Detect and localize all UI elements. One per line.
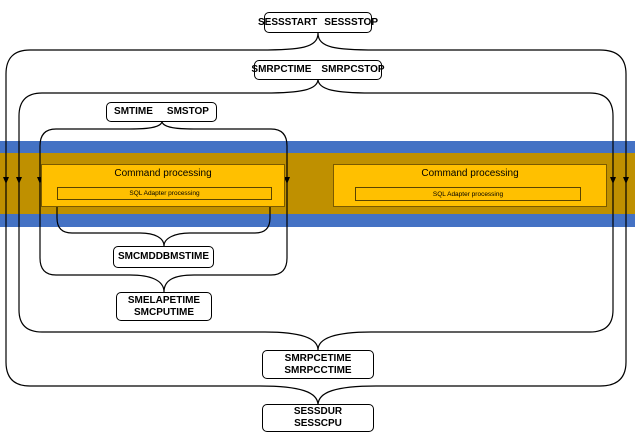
sql-adapter-block-right: SQL Adapter processing <box>355 187 581 201</box>
command-bracket <box>39 120 288 293</box>
arrow-session-right <box>623 177 629 184</box>
command-processing-block-left: Command processing SQL Adapter processin… <box>41 164 285 207</box>
sm-time-stop-label: SMTIME SMSTOP <box>106 102 217 122</box>
sql-adapter-label-left: SQL Adapter processing <box>129 190 200 197</box>
arrow-rpc-left <box>16 177 22 184</box>
sess-dur-text: SESSDUR <box>293 406 343 417</box>
smrpc-stop-text: SMRPCSTOP <box>321 64 385 75</box>
smrpc-time-text: SMRPCTIME <box>251 64 312 75</box>
smrpce-rpcc-time-label: SMRPCETIME SMRPCCTIME <box>262 350 374 379</box>
sess-stop-text: SESSSTOP <box>324 16 379 28</box>
rpc-bracket <box>18 78 614 351</box>
smrpcc-time-text: SMRPCCTIME <box>284 364 352 376</box>
sm-stop-text: SMSTOP <box>166 106 209 117</box>
smelape-time-text: SMELAPETIME <box>127 294 201 306</box>
smcpu-time-text: SMCPUTIME <box>134 306 194 318</box>
arrow-command-right <box>284 177 290 184</box>
command-processing-block-right: Command processing SQL Adapter processin… <box>333 164 607 207</box>
sess-cpu-text: SESSCPU <box>294 418 342 429</box>
arrow-rpc-right <box>610 177 616 184</box>
command-processing-title-right: Command processing <box>421 168 519 179</box>
smrpce-time-text: SMRPCETIME <box>284 352 352 364</box>
dbms-bracket <box>56 194 271 247</box>
smelape-cpu-time-label: SMELAPETIME SMCPUTIME <box>116 292 212 321</box>
sess-dur-cpu-label: SESSDUR SESSCPU <box>262 404 374 432</box>
sql-adapter-block-left: SQL Adapter processing <box>57 187 272 200</box>
session-bracket <box>5 32 627 406</box>
sess-start-stop-label: SESSSTART SESSSTOP <box>258 12 378 33</box>
smrpc-time-stop-label: SMRPCTIME SMRPCSTOP <box>251 60 385 80</box>
smcmd-dbms-time-label: SMCMDDBMSTIME <box>113 246 214 268</box>
arrow-session-left <box>3 177 9 184</box>
sess-start-text: SESSSTART <box>258 16 318 28</box>
command-processing-title-left: Command processing <box>114 168 212 179</box>
smcmd-dbms-time-text: SMCMDDBMSTIME <box>117 251 210 262</box>
sm-time-text: SMTIME <box>114 106 153 117</box>
sql-adapter-label-right: SQL Adapter processing <box>432 190 504 198</box>
